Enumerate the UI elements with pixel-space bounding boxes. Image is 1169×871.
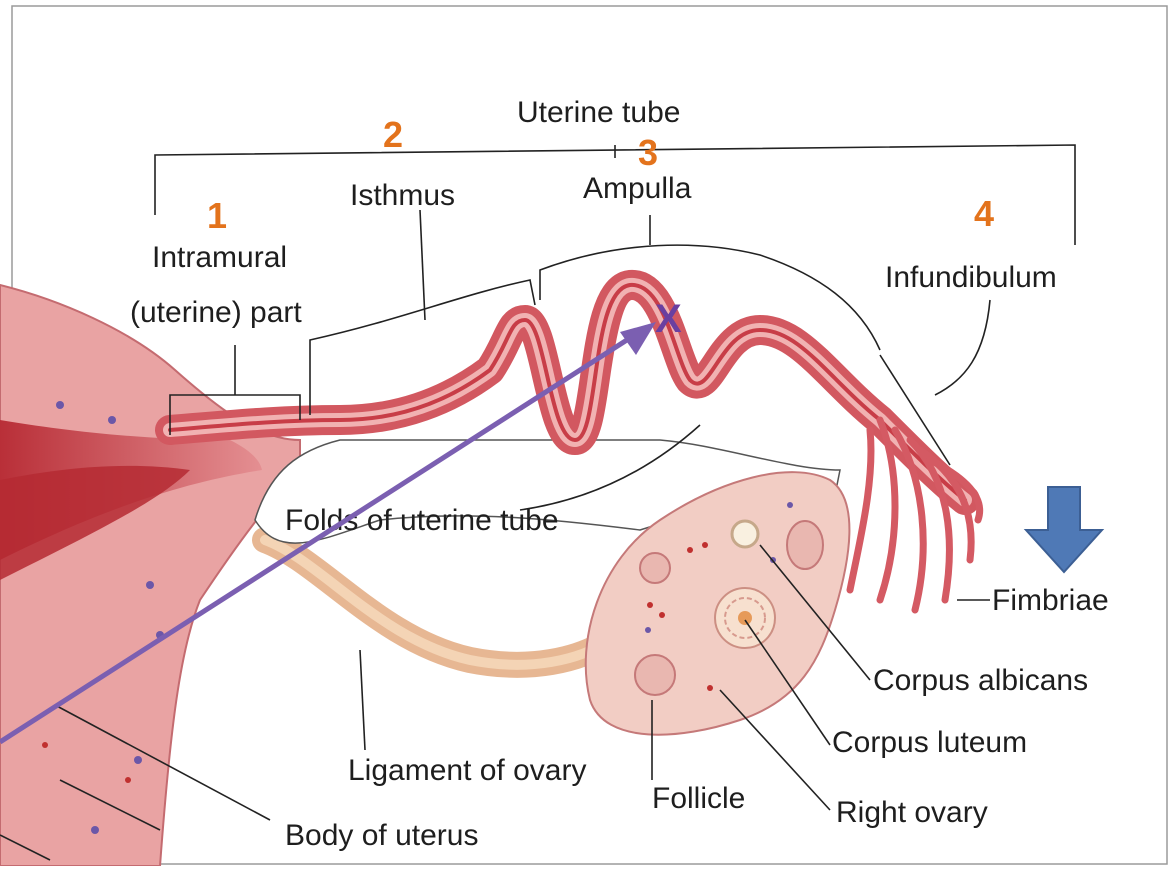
label-follicle: Follicle (652, 782, 745, 815)
label-infundibulum: Infundibulum (885, 261, 1057, 294)
label-right-ovary: Right ovary (836, 796, 988, 829)
corpus-luteum-shape (715, 588, 775, 648)
number-3: 3 (638, 132, 658, 173)
label-intramural-line1: Intramural (152, 241, 287, 274)
x-marker: X (655, 297, 682, 341)
number-4: 4 (974, 193, 994, 234)
label-ligament-of-ovary: Ligament of ovary (348, 754, 586, 787)
label-corpus-luteum: Corpus luteum (832, 726, 1027, 759)
number-2: 2 (383, 114, 403, 155)
label-isthmus: Isthmus (350, 179, 455, 212)
label-ampulla: Ampulla (583, 172, 692, 205)
number-1: 1 (207, 195, 227, 236)
fimbriae (850, 420, 980, 610)
down-arrow-icon (1026, 487, 1102, 572)
label-intramural-line2: (uterine) part (130, 296, 302, 329)
label-uterine-tube: Uterine tube (517, 96, 680, 129)
label-corpus-albicans: Corpus albicans (873, 664, 1088, 697)
uterus-body (0, 285, 300, 866)
label-fimbriae: Fimbriae (992, 584, 1109, 617)
label-body-of-uterus: Body of uterus (285, 819, 478, 852)
